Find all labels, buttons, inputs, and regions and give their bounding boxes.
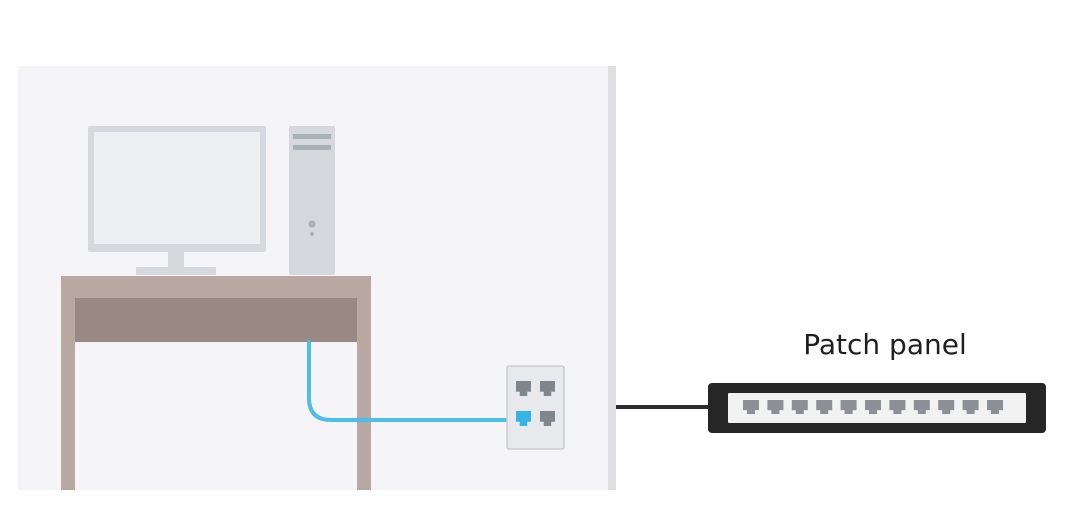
monitor-stand-base <box>136 267 216 275</box>
wall-jack-port <box>540 381 555 396</box>
desk-leg-left <box>61 276 75 490</box>
patch-panel-port <box>913 400 930 414</box>
patch-panel-label: Patch panel <box>803 328 967 361</box>
patch-cable <box>307 340 520 422</box>
wall-jack-port <box>540 411 555 426</box>
wall-jack-plate <box>506 365 565 450</box>
tower-drive-bay-2 <box>293 145 331 150</box>
wall-jack-port <box>516 381 531 396</box>
wall-jack <box>506 365 565 450</box>
patch-panel-port <box>987 400 1003 414</box>
patch-panel-port <box>791 400 808 414</box>
patch-panel-port <box>840 400 857 414</box>
desk-apron <box>75 298 357 342</box>
patch-panel-port <box>865 400 881 414</box>
tower-case <box>289 126 335 275</box>
wall-edge <box>608 66 616 490</box>
patch-panel-port <box>816 400 833 414</box>
tower-power-button <box>308 220 316 228</box>
patch-panel-port <box>767 400 784 414</box>
patch-panel-port <box>962 400 979 414</box>
patch-panel <box>708 383 1046 433</box>
tower-led <box>310 232 314 236</box>
desk-leg-right <box>357 276 371 490</box>
desk <box>61 276 371 490</box>
tower-drive-bay-1 <box>293 134 331 139</box>
wall-jack-ports <box>516 381 555 426</box>
desk-top <box>61 276 371 298</box>
patch-panel-port <box>938 400 955 414</box>
monitor-stand-neck <box>168 252 184 268</box>
wall-jack-port-connected <box>516 411 531 426</box>
monitor <box>88 126 266 275</box>
patch-panel-port <box>743 400 759 414</box>
computer-tower <box>289 126 335 275</box>
monitor-screen <box>94 132 260 244</box>
patch-panel-port <box>889 400 906 414</box>
patch-panel-ports <box>743 400 1003 414</box>
